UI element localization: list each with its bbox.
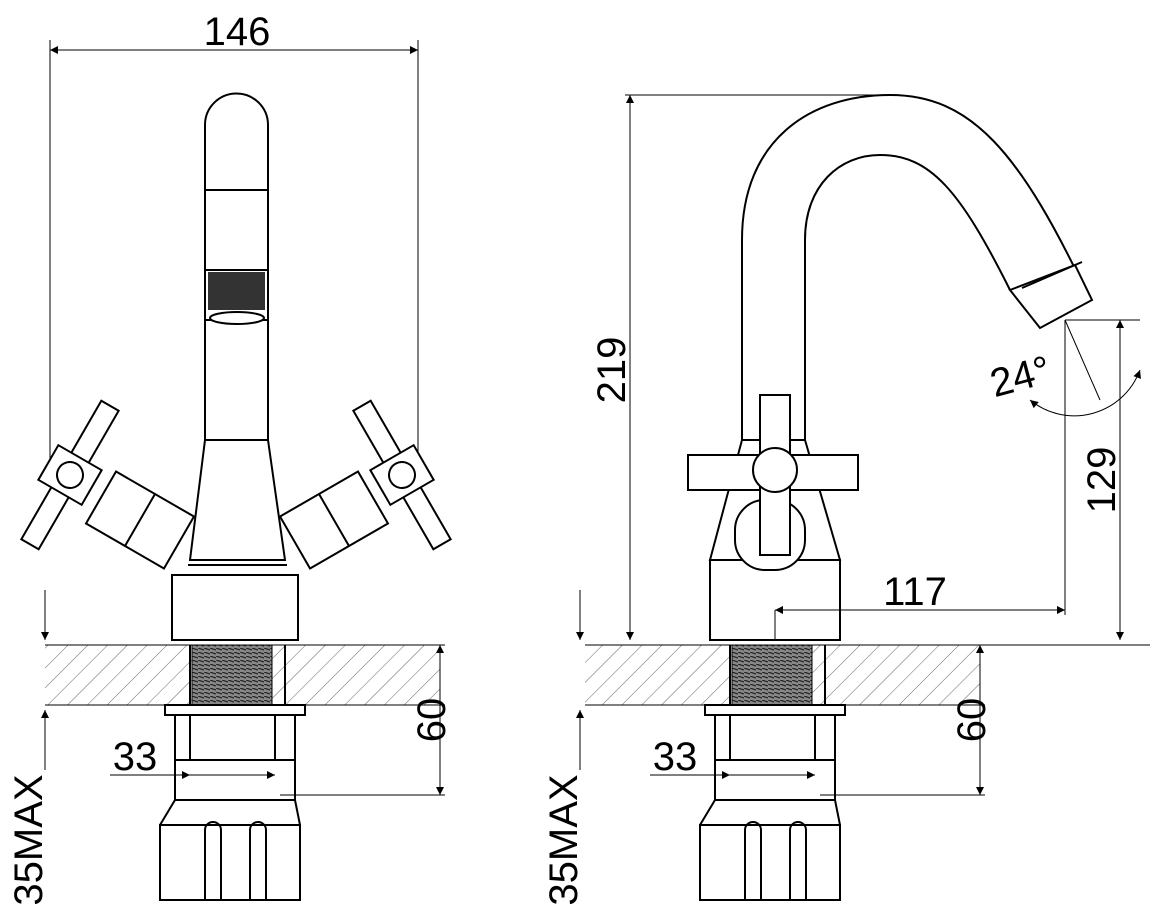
front-depth-dimension: 60 <box>410 698 454 743</box>
side-view: 219 24° 117 129 <box>542 93 1150 906</box>
front-max-thickness-label: 35MAX <box>7 774 51 905</box>
side-hole-dimension: 33 <box>653 735 698 779</box>
reach-dimension: 117 <box>883 570 947 614</box>
side-max-thickness-label: 35MAX <box>542 774 586 905</box>
front-view: 146 <box>7 10 454 906</box>
front-hole-dimension: 33 <box>113 735 158 779</box>
angle-dimension: 24° <box>986 348 1056 406</box>
height-dimension: 219 <box>590 337 634 404</box>
spout-height-dimension: 129 <box>1080 447 1124 514</box>
side-depth-dimension: 60 <box>950 698 994 743</box>
width-dimension: 146 <box>204 10 271 54</box>
